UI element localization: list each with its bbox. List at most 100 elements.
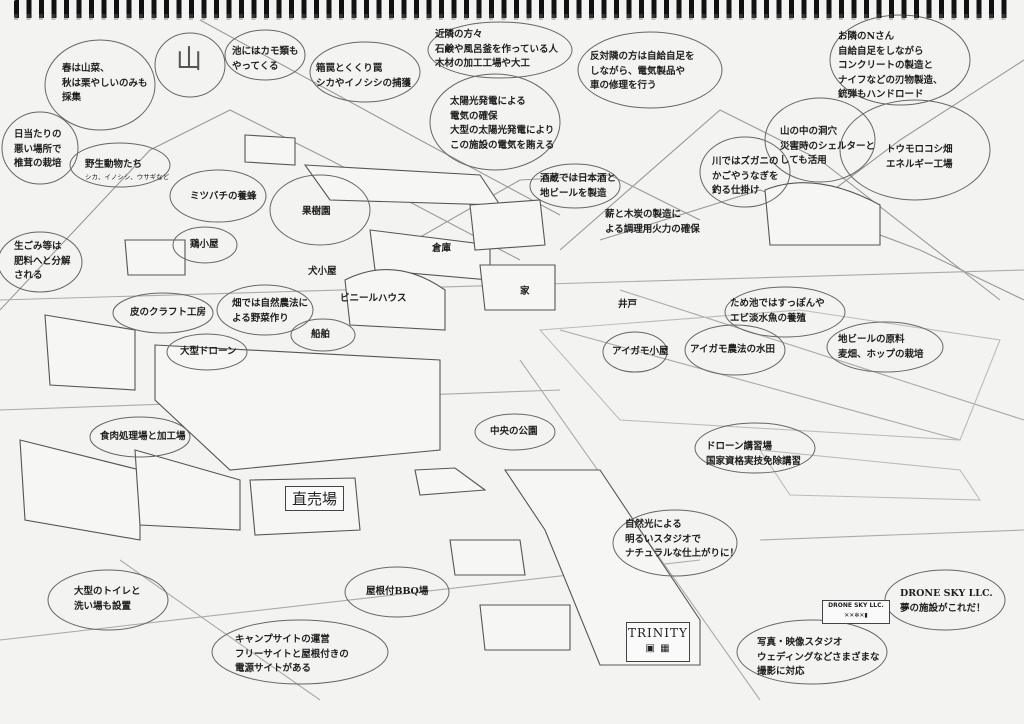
label-aigamo-paddy: アイガモ農法の水田 xyxy=(690,343,775,358)
label-line: コンクリートの製造と xyxy=(838,60,934,71)
label-line: やってくる xyxy=(232,60,279,72)
label-line: 椎茸の栽培 xyxy=(14,158,62,169)
label-wildlife: 野生動物たち xyxy=(85,158,142,173)
label-compost: 生ごみ等は肥料へと分解される xyxy=(14,240,71,284)
label-line: ナイフなどの刃物製造、 xyxy=(838,74,943,86)
label-line: かごやうなぎを xyxy=(712,170,779,182)
label-well: 井戸 xyxy=(618,298,637,313)
label-photo-studio: 写真・映像スタジオウェディングなどさまざまな撮影に対応 xyxy=(757,636,880,680)
label-line: ウェディングなどさまざまな xyxy=(757,651,880,663)
label-line: この施設の電気を賄える xyxy=(450,139,555,151)
fields xyxy=(538,309,1001,501)
label-drone-school: ドローン講習場国家資格実技免除講習 xyxy=(706,440,801,469)
label-line: 大型ドローン xyxy=(180,346,237,357)
label-line: 井戸 xyxy=(618,299,638,310)
drone-sky-sign: DRONE SKY LLC. ✕✕✻✕▮ xyxy=(822,600,890,624)
label-line: 池にはカモ類も xyxy=(232,46,299,57)
mountain-sign: 山 xyxy=(176,45,203,75)
label-beekeeping: ミツバチの養蜂 xyxy=(190,190,257,205)
label-line: ナチュラルな仕上がりに！ xyxy=(625,548,740,559)
label-line: 夢の施設がこれだ！ xyxy=(900,602,986,614)
label-line: 電気の確保 xyxy=(450,110,498,122)
label-line: よる調理用火力の確保 xyxy=(605,223,700,235)
label-line: よる野菜作り xyxy=(232,312,289,324)
label-line: 近隣の方々 xyxy=(435,29,483,40)
label-line: アイガモ小屋 xyxy=(612,346,669,357)
label-line: 石鹸や風呂釜を作っている人 xyxy=(435,43,559,55)
label-line: 酒蔵では日本酒と xyxy=(540,173,617,184)
label-leather-workshop: 皮のクラフト工房 xyxy=(130,306,206,321)
label-line: 釣る仕掛け xyxy=(712,185,760,196)
label-large-drone: 大型ドローン xyxy=(180,345,237,360)
roads xyxy=(0,269,1024,701)
label-meat-processing: 食肉処理場と加工場 xyxy=(100,430,186,445)
label-solar-power: 太陽光発電による電気の確保大型の太陽光発電によりこの施設の電気を賄える xyxy=(450,95,554,153)
label-line: 銃弾もハンドロード xyxy=(838,89,924,100)
label-line: 車の修理を行う xyxy=(590,80,657,91)
trinity-label: TRINITY xyxy=(628,626,688,640)
label-opposite-neighbor: 反対隣の方は自給自足をしながら、電気製品や車の修理を行う xyxy=(590,50,695,94)
label-bbq-area: 屋根付BBQ場 xyxy=(366,585,428,600)
wildlife-subtitle: シカ、イノシシ、ウサギなど xyxy=(85,173,170,181)
label-line: 反対隣の方は自給自足を xyxy=(590,51,695,62)
label-line: 地ビールを製造 xyxy=(540,187,607,199)
label-line: 災害時のシェルターと xyxy=(780,140,876,152)
buildings xyxy=(19,134,881,666)
label-line: 採集 xyxy=(62,92,82,103)
label-line: ビニールハウス xyxy=(340,293,407,304)
label-line: しても活用 xyxy=(780,155,827,166)
label-reservoir: ため池ではすっぽんやエビ淡水魚の養殖 xyxy=(730,297,825,326)
label-drone-sky-bubble: DRONE SKY LLC. 夢の施設がこれだ！ xyxy=(900,587,993,616)
label-corn-field: トウモロコシ畑エネルギー工場 xyxy=(886,143,953,172)
label-line: 麦畑、ホップの栽培 xyxy=(838,348,924,360)
label-line: アイガモ農法の水田 xyxy=(690,344,776,355)
label-pond-ducks: 池にはカモ類もやってくる xyxy=(232,45,299,74)
label-toilets: 大型のトイレと洗い場も設置 xyxy=(74,585,141,614)
label-line: 写真・映像スタジオ xyxy=(757,637,843,648)
label-greenhouse: ビニールハウス xyxy=(340,292,407,307)
label-central-park: 中央の公園 xyxy=(490,425,538,440)
label-line: 薪と木炭の製造に xyxy=(605,209,682,220)
label-line: 悪い場所で xyxy=(14,143,62,155)
label-aigamo-hut: アイガモ小屋 xyxy=(612,345,669,360)
label-line: 電源サイトがある xyxy=(235,663,312,674)
camera-icon: ▣ ▦ xyxy=(645,643,671,654)
label-line: 木材の加工工場や大工 xyxy=(435,58,531,69)
label-line: ミツバチの養蜂 xyxy=(190,191,257,202)
label-line: キャンプサイトの運営 xyxy=(235,634,330,645)
label-cave-shelter: 山の中の洞穴災害時のシェルターとしても活用 xyxy=(780,125,875,169)
label-line: 秋は栗やしいのみも xyxy=(62,77,148,89)
label-beer-ingredients: 地ビールの原料麦畑、ホップの栽培 xyxy=(838,333,924,362)
label-line: エビ淡水魚の養殖 xyxy=(730,312,807,324)
label-line: 太陽光発電による xyxy=(450,96,526,107)
label-line: 家 xyxy=(520,286,530,297)
label-line: シカやイノシシの捕獲 xyxy=(316,77,412,89)
spiral-holes xyxy=(14,14,1014,20)
label-line: 洗い場も設置 xyxy=(74,600,132,612)
label-line: ため池ではすっぽんや xyxy=(730,298,825,309)
label-neighbors: 近隣の方々石鹸や風呂釜を作っている人木材の加工工場や大工 xyxy=(435,28,558,72)
label-spring-foraging: 春は山菜、秋は栗やしいのみも採集 xyxy=(62,62,148,106)
drone-logo-icon: ✕✕✻✕▮ xyxy=(844,612,868,619)
label-line: 畑では自然農法に xyxy=(232,298,309,309)
label-line: 撮影に対応 xyxy=(757,666,805,677)
label-line: 明るいスタジオで xyxy=(625,533,702,545)
label-line: される xyxy=(14,270,43,281)
label-line: DRONE SKY LLC. xyxy=(900,588,993,599)
label-dog-house: 犬小屋 xyxy=(308,265,337,280)
label-line: お隣のNさん xyxy=(838,31,895,42)
label-line: 大型のトイレと xyxy=(74,586,141,597)
label-line: 犬小屋 xyxy=(308,266,337,277)
label-chicken-coop: 鶏小屋 xyxy=(190,238,219,253)
label-line: 果樹園 xyxy=(302,206,331,217)
label-line: エネルギー工場 xyxy=(886,158,953,170)
spiral-binding xyxy=(14,0,1014,18)
label-line: しながら、電気製品や xyxy=(590,65,686,77)
label-line: フリーサイトと屋根付きの xyxy=(235,648,349,660)
label-line: 鶏小屋 xyxy=(190,239,219,250)
label-line: 肥料へと分解 xyxy=(14,255,71,267)
label-line: 皮のクラフト工房 xyxy=(130,307,207,318)
direct-sales-sign: 直売場 xyxy=(285,486,345,511)
label-line: 大型の太陽光発電により xyxy=(450,125,555,136)
label-line: 食肉処理場と加工場 xyxy=(100,431,186,442)
